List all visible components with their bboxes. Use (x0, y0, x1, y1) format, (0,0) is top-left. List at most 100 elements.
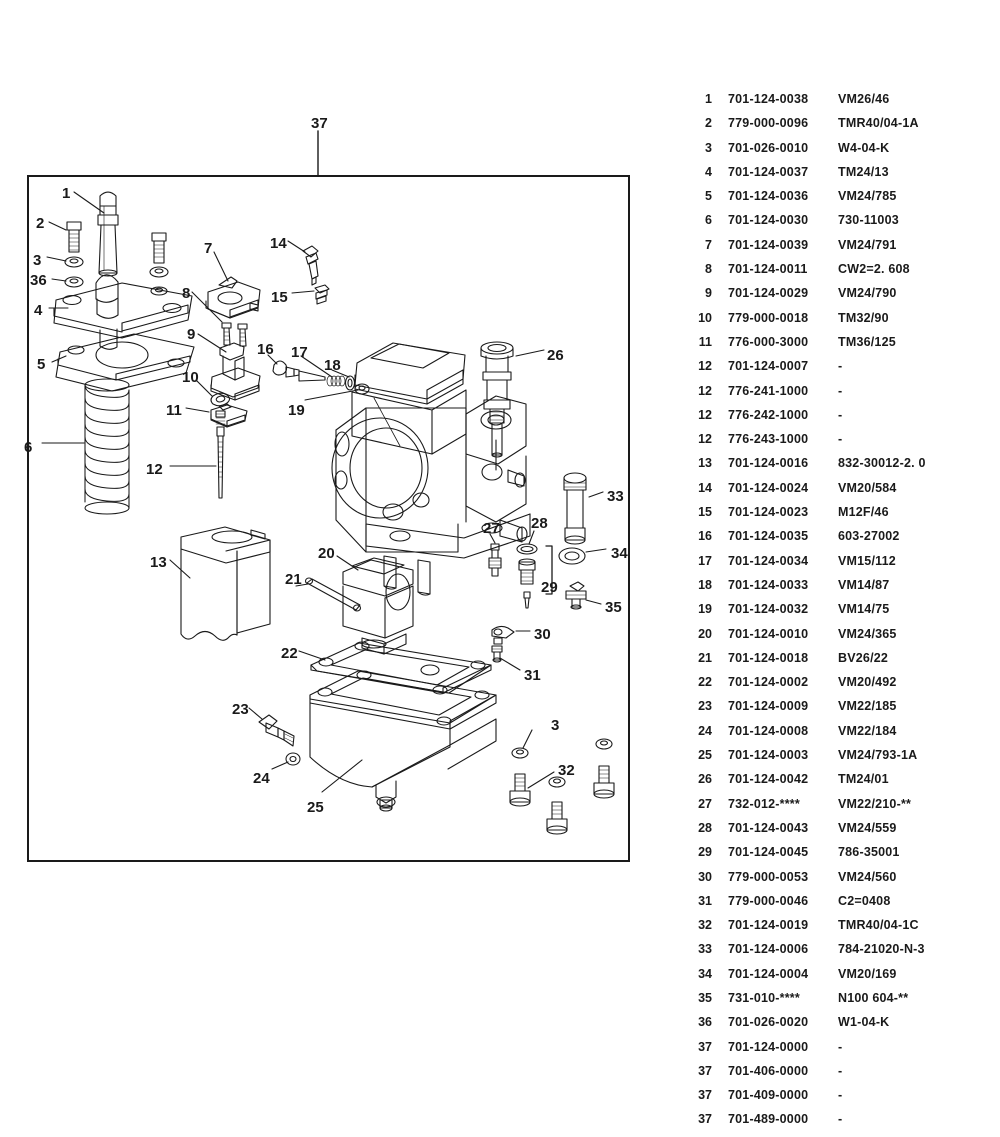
part-description: - (838, 1088, 843, 1103)
part-description: VM22/210-** (838, 796, 912, 811)
part-number: 701-489-0000 (728, 1112, 809, 1127)
part-ref-number: 29 (698, 845, 712, 860)
part-number: 701-124-0008 (728, 723, 809, 738)
part-number: 701-124-0010 (728, 626, 809, 641)
callout-3: 3 (33, 252, 42, 269)
callout-27: 27 (483, 520, 500, 537)
callout-11: 11 (166, 402, 182, 419)
callout-29: 29 (541, 579, 558, 596)
part-ref-number: 14 (698, 480, 712, 495)
part-number: 776-242-1000 (728, 407, 809, 422)
part-description: - (838, 1063, 843, 1078)
part-number: 701-124-0036 (728, 189, 809, 204)
part-number: 701-124-0018 (728, 650, 809, 665)
part-number: 701-124-0007 (728, 359, 809, 374)
part-description: W1-04-K (838, 1015, 890, 1030)
callout-2: 2 (36, 215, 45, 232)
callout-4: 4 (34, 302, 43, 319)
part-ref-number: 37 (698, 1039, 712, 1054)
part-number: 701-124-0004 (728, 966, 809, 981)
part-number: 701-124-0033 (728, 577, 809, 592)
part-number: 731-010-**** (728, 990, 800, 1005)
part-ref-number: 37 (698, 1063, 712, 1078)
part-description: VM24/791 (838, 237, 897, 252)
parts-row: 37 701-406-0000 - (686, 1064, 996, 1088)
part-ref-number: 1 (705, 92, 712, 106)
part-description: TM32/90 (838, 310, 889, 325)
part-description: VM20/584 (838, 480, 897, 495)
callout-36: 36 (30, 272, 47, 289)
part-number: 701-406-0000 (728, 1063, 809, 1078)
callout-34: 34 (611, 545, 628, 562)
part-ref-number: 27 (698, 796, 712, 811)
part-number: 701-124-0038 (728, 92, 809, 106)
part-description: VM22/185 (838, 699, 897, 714)
part-ref-number: 17 (698, 553, 712, 568)
callout-3: 3 (551, 717, 560, 734)
part-number: 776-243-1000 (728, 432, 809, 447)
part-ref-number: 23 (698, 699, 712, 714)
part-description: BV26/22 (838, 650, 889, 665)
part-description: VM24/793-1A (838, 748, 918, 763)
part-number: 701-124-0003 (728, 748, 809, 763)
part-description: TM36/125 (838, 334, 896, 349)
callout-8: 8 (182, 285, 191, 302)
callout-26: 26 (547, 347, 564, 364)
part-description: - (838, 1112, 843, 1127)
part-description: - (838, 407, 843, 422)
part-ref-number: 35 (698, 990, 712, 1005)
part-description: 730-11003 (838, 213, 899, 228)
callout-20: 20 (318, 545, 335, 562)
part-number: 701-124-0042 (728, 772, 809, 787)
part-description: VM20/169 (838, 966, 897, 981)
callout-12: 12 (146, 461, 163, 478)
part-ref-number: 24 (698, 723, 712, 738)
part-number: 779-000-0053 (728, 869, 809, 884)
part-description: TM24/01 (838, 772, 889, 787)
part-ref-number: 31 (698, 893, 712, 908)
callout-24: 24 (253, 770, 270, 787)
part-number: 701-124-0002 (728, 675, 809, 690)
part-ref-number: 3 (705, 140, 712, 155)
part-description: CW2=2. 608 (838, 262, 910, 277)
callout-14: 14 (270, 235, 287, 252)
part-description: TMR40/04-1C (838, 918, 919, 933)
part-number: 701-124-0037 (728, 164, 809, 179)
part-ref-number: 15 (698, 505, 712, 520)
part-description: 603-27002 (838, 529, 900, 544)
part-ref-number: 16 (698, 529, 712, 544)
part-ref-number: 32 (698, 918, 712, 933)
callout-6: 6 (24, 439, 33, 456)
part-ref-number: 9 (705, 286, 712, 301)
part-number: 701-026-0010 (728, 140, 809, 155)
part-number: 732-012-**** (728, 796, 800, 811)
part-description: VM20/492 (838, 675, 897, 690)
part-ref-number: 12 (698, 383, 712, 398)
callout-9: 9 (187, 326, 196, 343)
part-ref-number: 4 (705, 164, 712, 179)
part-description: VM14/75 (838, 602, 890, 617)
part-ref-number: 8 (705, 262, 712, 277)
part-number: 701-124-0032 (728, 602, 809, 617)
part-ref-number: 2 (705, 116, 712, 131)
part-number: 779-000-0096 (728, 116, 809, 131)
